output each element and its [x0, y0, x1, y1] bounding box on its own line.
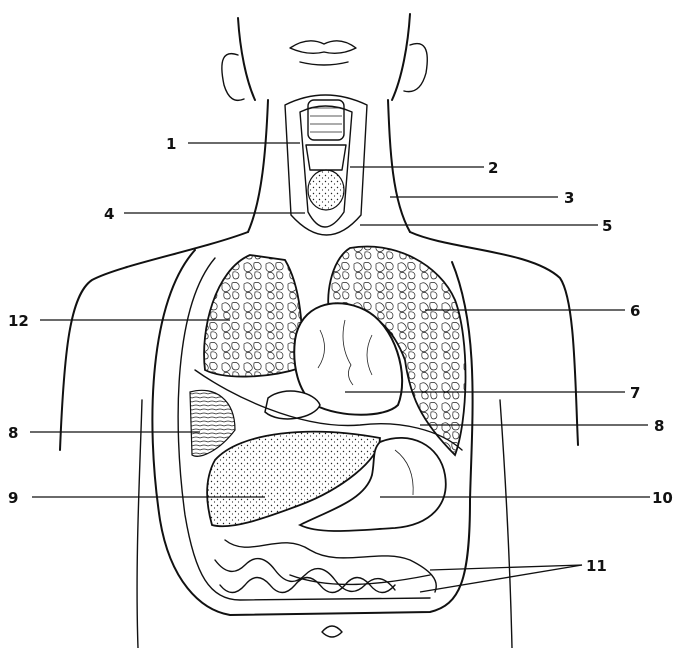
lung-left-view: [204, 255, 302, 377]
label-4: 4: [104, 205, 114, 223]
neck: [248, 95, 410, 235]
label-1: 1: [166, 135, 176, 153]
label-10: 10: [652, 489, 673, 507]
label-12: 12: [8, 312, 29, 330]
left-ear: [222, 54, 244, 101]
label-5: 5: [602, 217, 612, 235]
label-8-left: 8: [8, 424, 18, 442]
trachea: [306, 100, 346, 210]
label-9: 9: [8, 489, 18, 507]
navel: [322, 626, 342, 637]
intestines: [215, 540, 436, 593]
head: [222, 14, 427, 100]
diaphragm-muscle: [190, 390, 235, 456]
label-11: 11: [586, 557, 607, 575]
label-8-right: 8: [654, 417, 664, 435]
label-2: 2: [488, 159, 498, 177]
right-ear: [404, 44, 427, 92]
label-3: 3: [564, 189, 574, 207]
label-6: 6: [630, 302, 640, 320]
label-7: 7: [630, 384, 640, 402]
mouth: [290, 41, 356, 54]
